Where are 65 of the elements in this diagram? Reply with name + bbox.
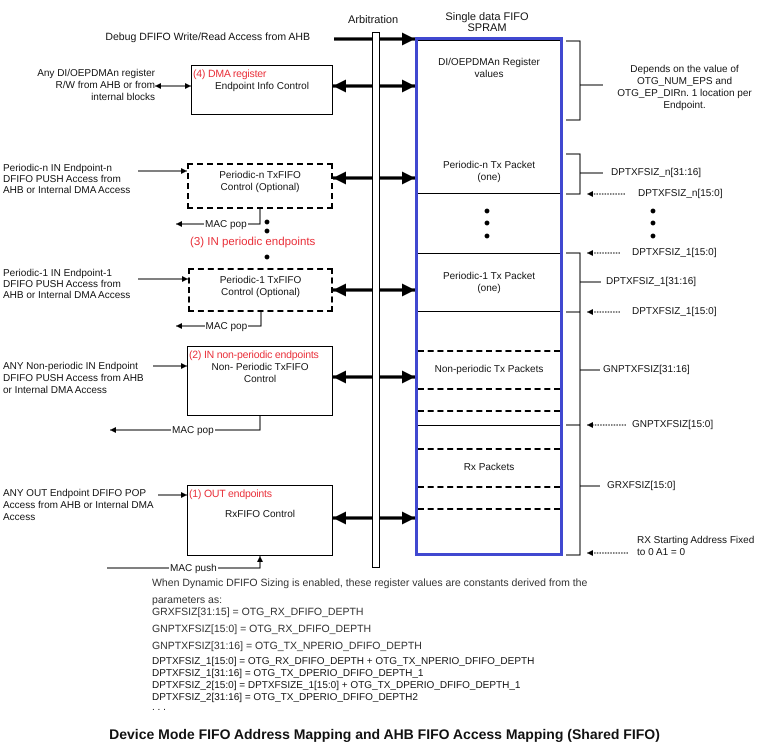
register-label: GNPTXFSIZ[15:0] [632,419,714,431]
thick-arrow [333,284,415,296]
edge-label: MAC pop [204,218,248,230]
region-label: Non-periodic Tx Packets [434,364,544,376]
section-heading: (1) OUT endpoints [189,488,272,501]
box-label: Periodic-1 TxFIFO Control (Optional) [218,275,302,299]
access-label: Periodic-1 IN Endpoint-1 DFIFO PUSH Access from AHB or Internal DMA Access [3,268,138,312]
register-label: DPTXFSIZ_1[15:0] [632,247,716,259]
control-box [187,346,333,416]
note-text: When Dynamic DFIFO Sizing is enabled, these register values are constants derived from the parameters as: [152,576,588,607]
access-label: ANY OUT Endpoint DFIFO POP Access from AHB or Internal DMA Access [3,488,158,524]
arrow [154,83,192,89]
formula-text: DPTXFSIZ_2[15:0] = DPTXFSIZE_1[15:0] + OTG_TX_DPERIO_DFIFO_DEPTH_1 [152,680,520,692]
access-label: Periodic-n IN Endpoint-n DFIFO PUSH Access from AHB or Internal DMA Access [3,163,138,207]
region-label: Periodic-n Tx Packet (one) [442,160,536,184]
arrow [138,276,188,282]
access-label: ANY Non-periodic IN Endpoint DFIFO PUSH Access from AHB or Internal DMA Access [3,361,153,397]
thick-arrow [334,32,415,46]
formula-text: GRXFSIZ[31:15] = OTG_RX_DFIFO_DEPTH [152,606,364,620]
optional-control-box [188,268,333,312]
register-label: GNPTXFSIZ[31:16] [603,364,690,376]
edge-label: MAC pop [204,320,248,332]
thick-arrow [333,80,415,92]
formula-text: DPTXFSIZ_1[31:16] = OTG_TX_DPERIO_DFIFO_DEPTH_1 [152,668,424,680]
box-label: RxFIFO Control [224,509,295,521]
register-label: DPTXFSIZ_1[31:16] [606,276,696,288]
note-text: RX Starting Address Fixed to 0 A1 = 0 [637,535,756,559]
formula-text: GNPTXFSIZ[31:16] = OTG_TX_NPERIO_DFIFO_DEPTH [152,639,422,654]
formula-text: GNPTXFSIZ[15:0] = OTG_RX_DFIFO_DEPTH [152,622,372,637]
thick-arrow [333,370,415,384]
memory-region [418,448,560,488]
arrow [152,363,188,369]
region-label: DI/OEPDMAn Register values [437,56,541,80]
access-label: Any DI/OEPDMAn register R/W from AHB or from internal blocks [20,68,155,116]
block-heading: Single data FIFO SPRAM [444,12,530,34]
control-box [191,65,333,115]
ellipsis-text: . . . [152,702,166,714]
section-heading: (4) DMA register [193,68,266,81]
register-label: DPTXFSIZ_n[31:16] [611,167,702,179]
arrow [158,492,188,498]
register-label: GRXFSIZ[15:0] [607,480,676,492]
box-label: Periodic-n TxFIFO Control (Optional) [218,170,302,194]
memory-region [418,350,560,390]
annotation: (3) IN periodic endpoints [190,236,316,249]
optional-control-box [187,163,333,209]
region-label: Rx Packets [462,462,516,474]
formula-text: DPTXFSIZ_2[31:16] = OTG_TX_DPERIO_DFIFO_DEPTH2 [152,692,418,704]
edge-label: MAC pop [171,424,215,436]
control-box [187,485,333,556]
formula-text: DPTXFSIZ_1[15:0] = OTG_RX_DFIFO_DEPTH + OTG_TX_NPERIO_DFIFO_DEPTH [152,656,534,668]
arrow [138,168,188,174]
register-label: DPTXFSIZ_n[15:0] [638,188,722,200]
region-label: Periodic-1 Tx Packet (one) [442,270,536,294]
thick-arrow [333,172,415,184]
note-text: Depends on the value of OTG_NUM_EPS and OTG_EP_DIRn. 1 location per Endpoint. [616,64,753,112]
memory-region [418,253,560,312]
box-label: Non- Periodic TxFIFO Control [210,362,310,386]
edge-label: MAC push [169,562,218,574]
access-label: Debug DFIFO Write/Read Access from AHB [60,31,334,47]
bar-heading: Arbitration [348,14,398,26]
register-label: DPTXFSIZ_1[15:0] [632,306,716,318]
section-heading: (2) IN non-periodic endpoints [189,349,319,362]
diagram-title: Device Mode FIFO Address Mapping and AHB FIFO Access Mapping (Shared FIFO) [108,726,661,742]
box-label: Endpoint Info Control [215,81,309,93]
thick-arrow [333,512,415,524]
